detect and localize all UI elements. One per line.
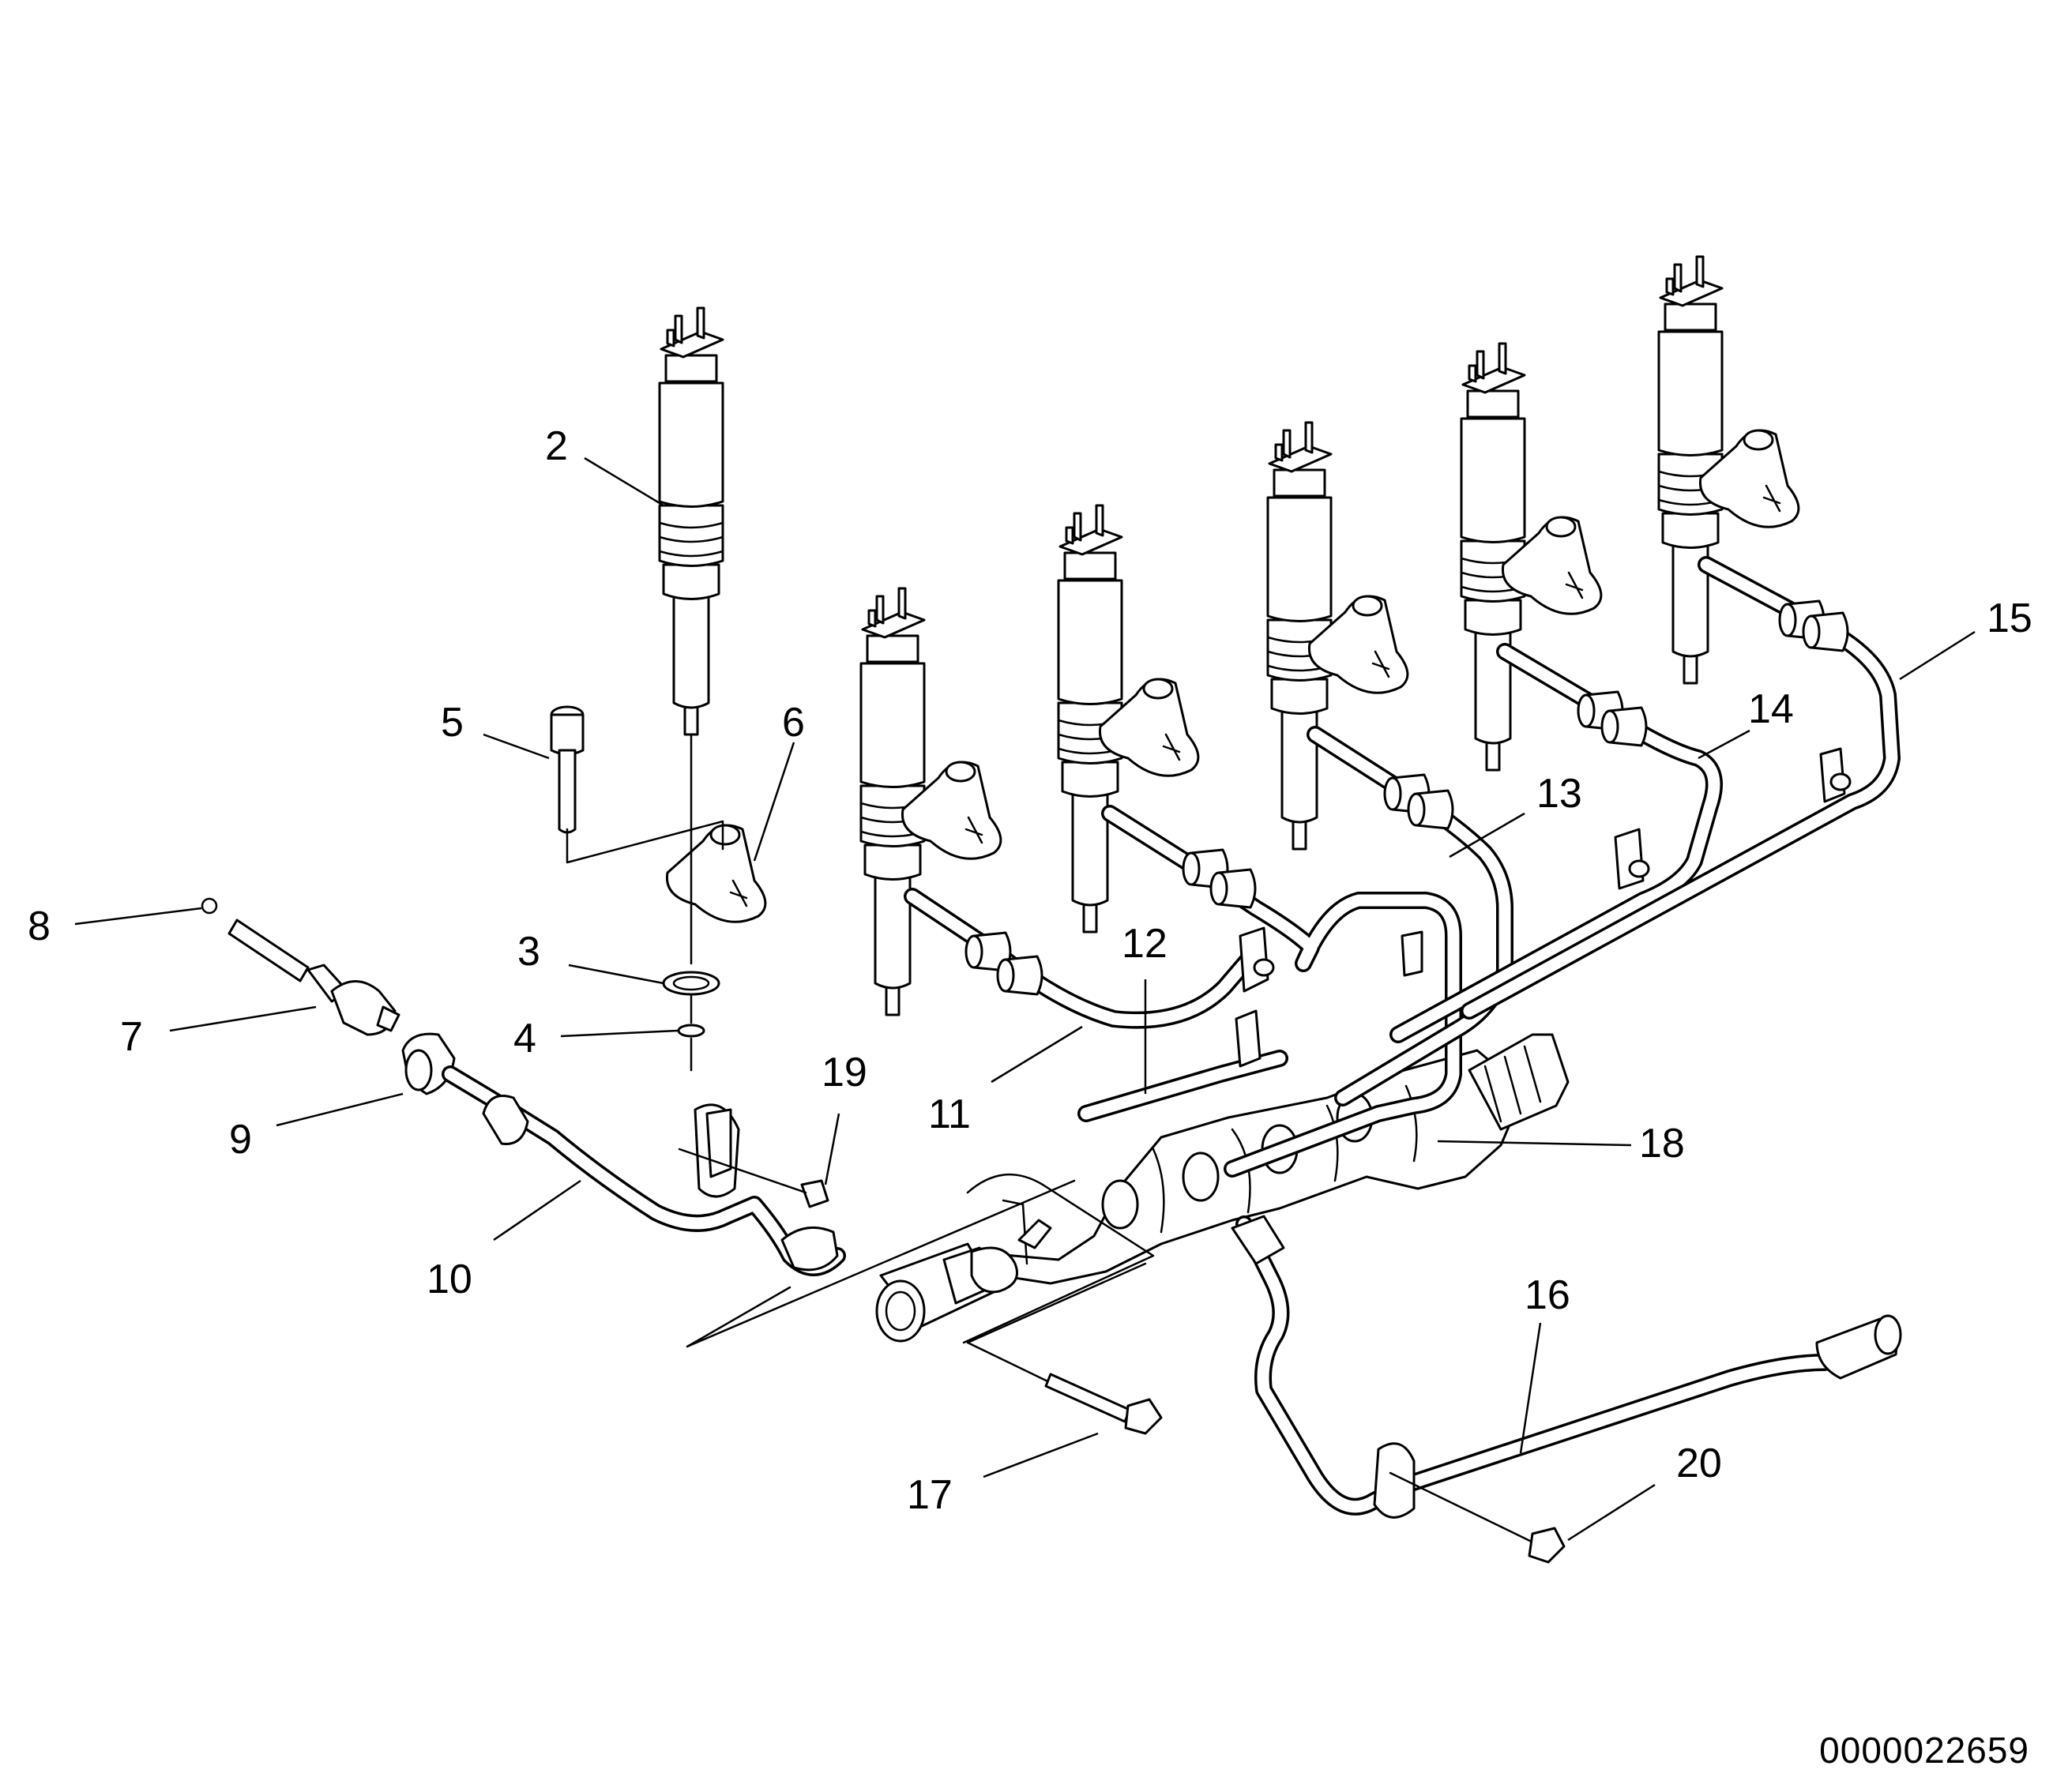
washer-4	[677, 733, 705, 1072]
callout-16: 16	[1525, 1272, 1570, 1318]
callout-7: 7	[120, 1014, 143, 1060]
nut-9	[401, 1032, 456, 1095]
callout-20: 20	[1676, 1441, 1722, 1486]
bolt-20	[1389, 1471, 1566, 1564]
injector-2	[658, 306, 724, 736]
callout-13: 13	[1536, 771, 1582, 817]
pipe-11	[904, 888, 1257, 1029]
pipe-10	[442, 1065, 846, 1276]
callout-9: 9	[229, 1117, 252, 1163]
bolt-17	[966, 1262, 1163, 1435]
callout-18: 18	[1639, 1121, 1685, 1166]
connector-7-8	[201, 897, 400, 1036]
pipe-12	[1077, 1050, 1288, 1122]
callout-8: 8	[28, 904, 51, 949]
clamp-6	[566, 820, 767, 923]
callout-4: 4	[513, 1016, 536, 1061]
callout-3: 3	[517, 929, 540, 975]
pipe-brackets	[1235, 747, 1852, 1068]
return-pipe-16	[1231, 1215, 1902, 1519]
pipe-15	[1461, 556, 1901, 1020]
callout-5: 5	[441, 700, 464, 746]
callouts: 2 3 4 5 6 7 8 9 10 11 12 13 14 15 16 17 …	[28, 423, 2032, 1518]
callout-17: 17	[907, 1472, 953, 1518]
pipe-14	[1389, 643, 1723, 1043]
callout-2: 2	[545, 423, 568, 469]
document-number: 0000022659	[1819, 1730, 2029, 1771]
seal-ring-3	[662, 971, 720, 996]
callout-6: 6	[782, 700, 805, 746]
callout-12: 12	[1122, 921, 1168, 967]
callout-19: 19	[822, 1050, 867, 1095]
injector-cyl-2	[1057, 504, 1200, 934]
callout-15: 15	[1987, 595, 2032, 641]
callout-11: 11	[928, 1091, 971, 1137]
callout-14: 14	[1748, 686, 1794, 732]
bolt-19	[678, 1148, 829, 1208]
bolt-5	[550, 705, 585, 834]
injector-cyl-5	[1657, 255, 1800, 685]
callout-10: 10	[427, 1257, 472, 1302]
leader-lines	[74, 456, 1976, 1542]
phantom-lines	[686, 1179, 1076, 1348]
